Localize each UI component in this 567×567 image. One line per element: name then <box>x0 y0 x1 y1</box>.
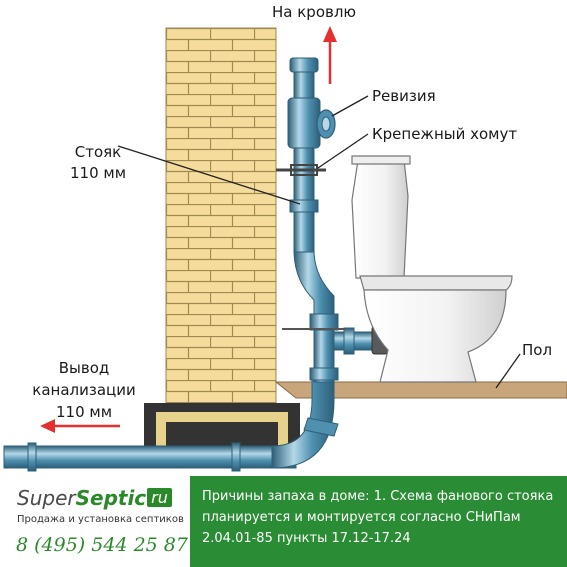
foundation <box>144 403 300 453</box>
leader-revision <box>331 95 369 117</box>
leader-floor <box>495 353 521 389</box>
label-clamp: Крепежный хомут <box>372 125 518 143</box>
top-cap <box>289 57 319 73</box>
revision-hatch-inner <box>321 116 331 132</box>
label-outlet-2: канализации <box>32 381 136 399</box>
upper-riser <box>293 61 315 253</box>
leader-riser <box>117 145 301 205</box>
toilet-branch-socket <box>343 327 355 355</box>
riser-offset <box>293 249 335 323</box>
lower-socket <box>309 367 339 381</box>
toilet <box>351 155 513 383</box>
label-roof: На кровлю <box>272 3 357 21</box>
toilet-tee <box>309 313 339 331</box>
logo-part-super: Super <box>17 486 76 510</box>
caption-block: Причины запаха в доме: 1. Схема фанового… <box>190 476 567 567</box>
label-outlet-1: Вывод <box>58 359 110 377</box>
logo-part-septic: Septic <box>75 486 147 510</box>
label-outlet-3: 110 мм <box>55 403 113 421</box>
outlet-coupling <box>27 442 37 472</box>
leader-clamp <box>317 133 369 169</box>
revision-body <box>287 97 321 149</box>
insulation-inner-right <box>278 422 288 453</box>
label-riser-name: Стояк <box>74 143 122 161</box>
roof-arrow-head <box>323 26 337 42</box>
outlet-arrow-head <box>40 419 55 433</box>
label-revision: Ревизия <box>372 87 436 105</box>
tagline: Продажа и установка септиков <box>17 514 184 525</box>
riser-diagram <box>3 26 567 472</box>
insulation-inner <box>156 422 166 453</box>
phone-number[interactable]: 8 (495) 544 25 87 <box>16 534 188 556</box>
logo-ru-badge: ru <box>147 488 172 507</box>
clamp-ring <box>290 164 318 176</box>
bend-socket <box>303 417 339 437</box>
label-floor: Пол <box>522 341 553 359</box>
caption-text: Причины запаха в доме: 1. Схема фанового… <box>202 489 554 546</box>
outlet-pipe <box>3 445 297 469</box>
brick-wall <box>165 27 277 404</box>
label-riser-size: 110 мм <box>69 164 127 182</box>
outlet-coupling-2 <box>231 442 241 472</box>
insulation <box>156 412 288 422</box>
